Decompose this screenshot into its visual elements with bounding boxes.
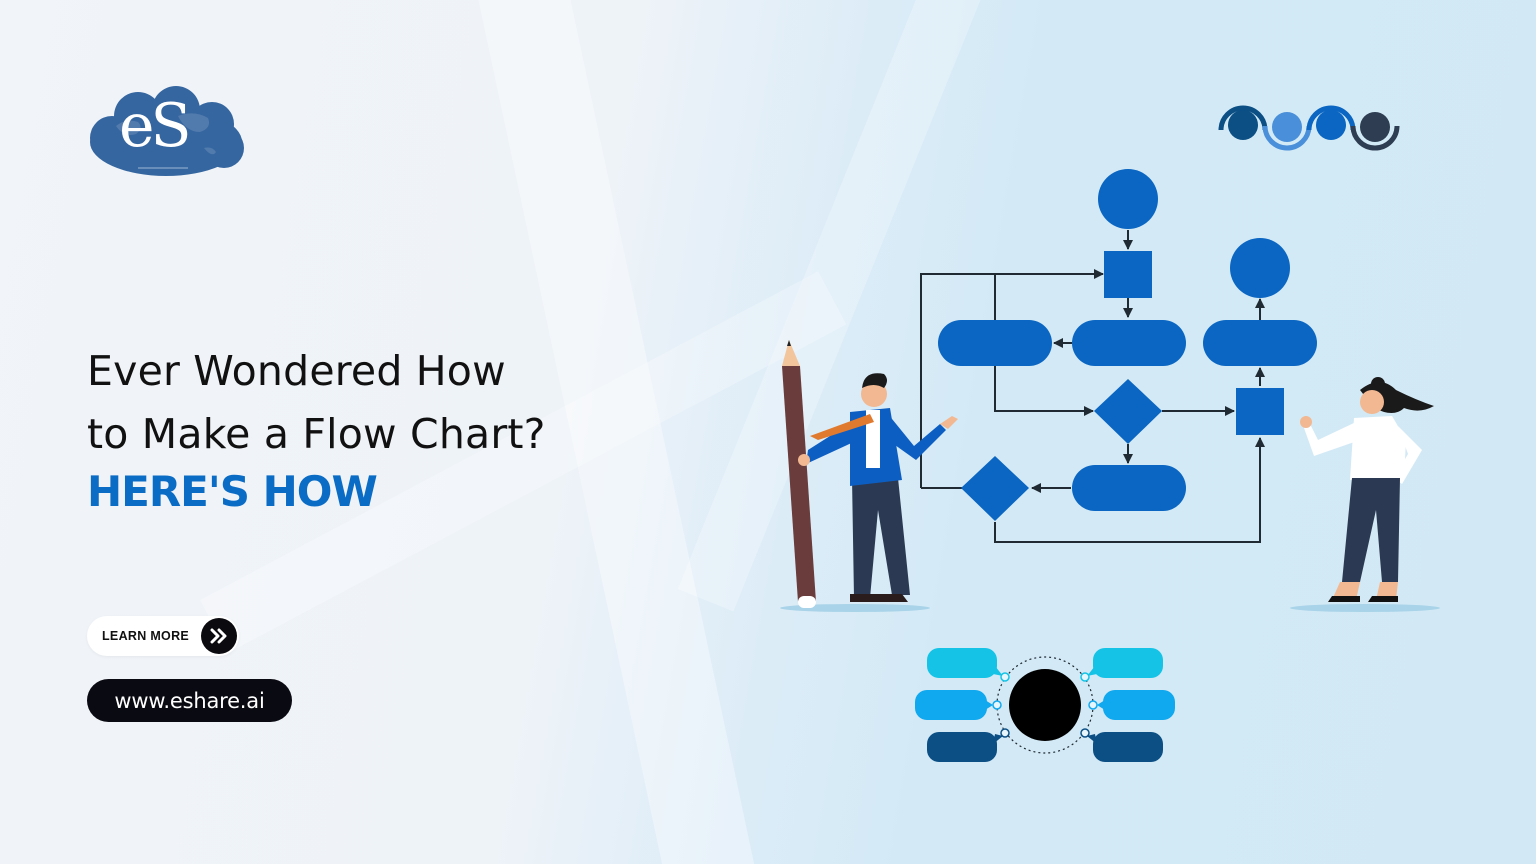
learn-more-button[interactable]: LEARN MORE	[87, 616, 239, 656]
logo-text: eS	[119, 91, 192, 161]
woman-illustration	[1290, 377, 1440, 612]
headline-line-1: Ever Wondered How	[87, 347, 506, 395]
accent-heading: HERE'S HOW	[87, 467, 378, 516]
mindmap-illustration	[915, 648, 1175, 762]
wave-circles-icon	[1218, 105, 1400, 151]
cloud-logo-icon	[90, 86, 244, 176]
website-link[interactable]: www.eshare.ai	[87, 679, 292, 722]
man-with-pencil-illustration	[780, 340, 958, 612]
double-chevron-right-icon	[201, 618, 237, 654]
page-title: Ever Wondered How to Make a Flow Chart?	[87, 340, 546, 466]
learn-more-label: LEARN MORE	[102, 629, 190, 643]
brand-logo[interactable]: eS	[86, 86, 246, 182]
headline-line-2: to Make a Flow Chart?	[87, 410, 546, 458]
